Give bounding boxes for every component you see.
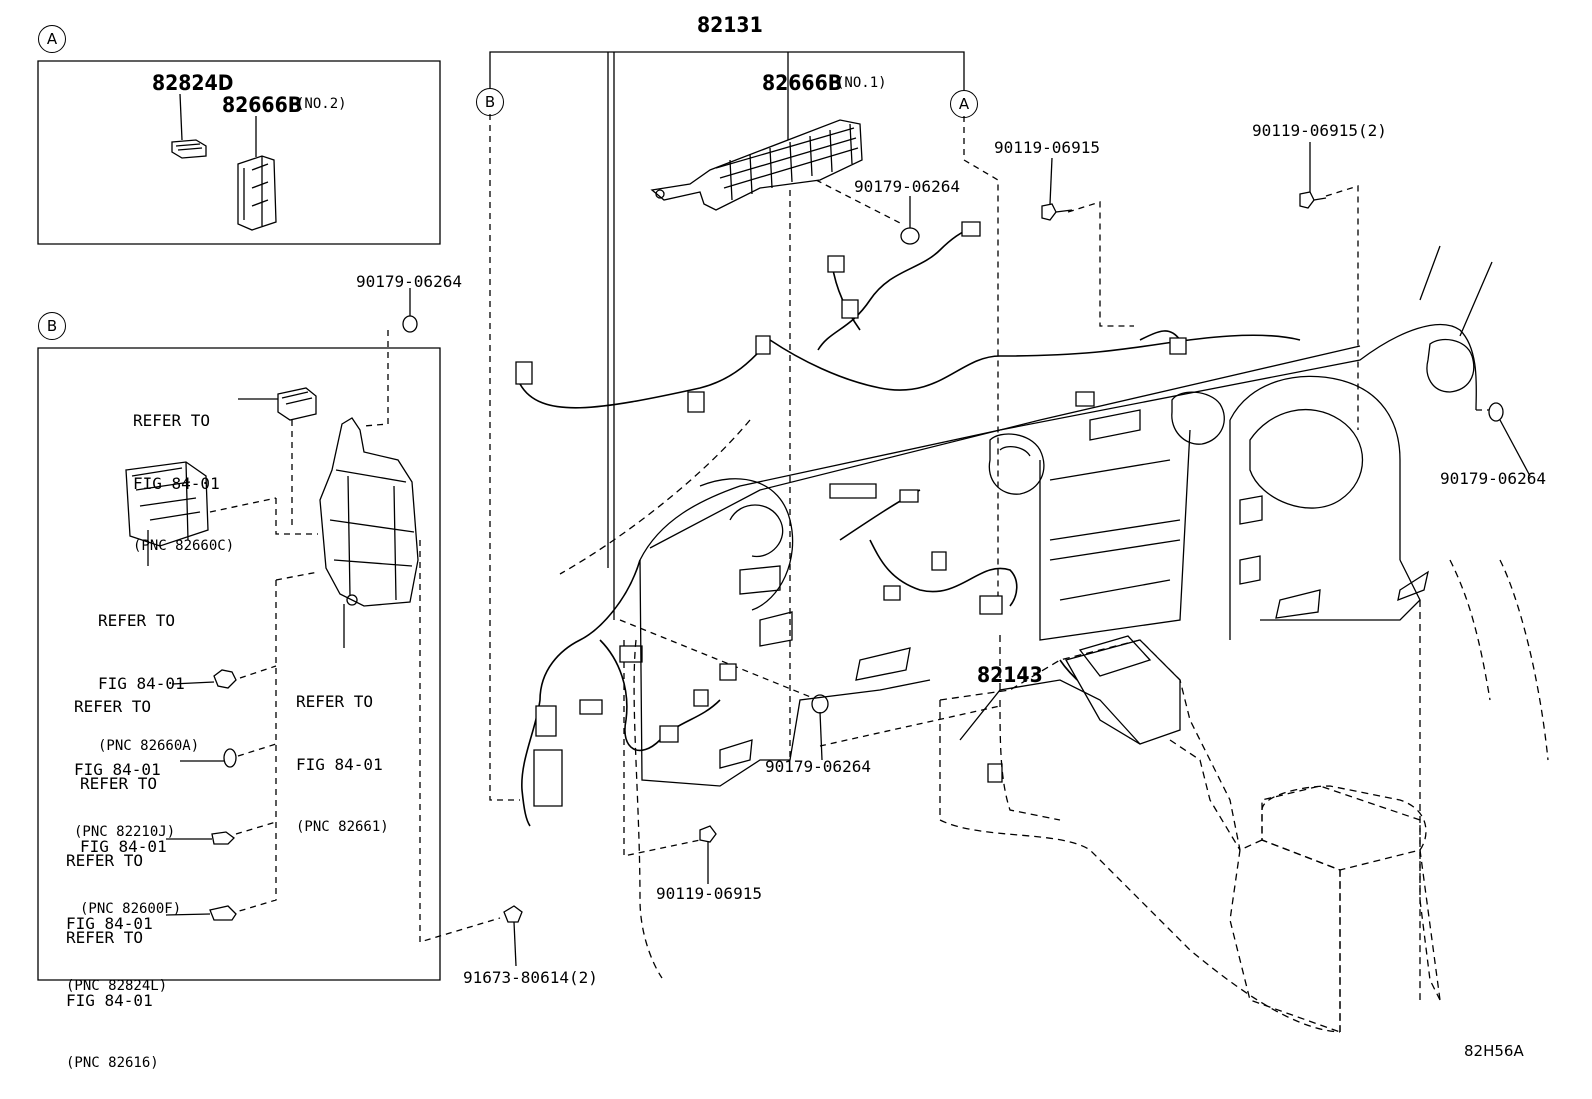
- instrument-panel-outline: [640, 246, 1492, 786]
- bolt-top-right-icon: [1300, 142, 1326, 208]
- clip-right-icon: [1489, 403, 1530, 476]
- section-b-frame: [38, 348, 440, 980]
- ref-line2: FIG 84-01: [74, 760, 161, 779]
- ref-line1: REFER TO: [66, 851, 144, 870]
- harness-callout-lines: [490, 52, 964, 620]
- ref-82210j: REFER TO FIG 84-01 (PNC 82210J): [74, 654, 175, 864]
- ref-line1: REFER TO: [296, 692, 374, 711]
- ref-line1: REFER TO: [74, 697, 152, 716]
- part-number-bolt-bottom: 91673-80614(2): [463, 968, 598, 987]
- ref-line2: FIG 84-01: [66, 991, 153, 1010]
- bracket-82666b-no1-icon: [652, 120, 862, 210]
- bolt-lower-icon: [700, 826, 716, 884]
- part-number-82666b-no2: 82666B: [222, 93, 303, 117]
- ref-pnc: (PNC 82661): [296, 819, 389, 835]
- harness-connectors: [516, 222, 1186, 806]
- center-console: [960, 636, 1180, 744]
- bolt-bottom-icon: [504, 906, 522, 966]
- ref-line2: FIG 84-01: [133, 474, 220, 493]
- ref-line2: FIG 84-01: [98, 674, 185, 693]
- part-82666b-no2-icon: [238, 116, 276, 230]
- part-number-clip-section-b: 90179-06264: [356, 272, 462, 291]
- section-a-frame: [38, 61, 440, 244]
- ref-pnc: (PNC 82616): [66, 1055, 159, 1071]
- ref-pnc: (PNC 82660C): [133, 538, 235, 554]
- part-number-bolt-top: 90119-06915: [994, 138, 1100, 157]
- console-box: [1262, 786, 1440, 1032]
- clip-lower-icon: [812, 695, 828, 760]
- ref-82824l: REFER TO FIG 84-01 (PNC 82824L): [66, 808, 167, 1018]
- ref-line1: REFER TO: [133, 411, 211, 430]
- part-number-82131: 82131: [697, 13, 763, 37]
- clip-top-icon: [901, 196, 919, 244]
- flasher-82616-icon: [166, 906, 236, 920]
- marker-b-main: B: [476, 88, 504, 116]
- ref-82660a: REFER TO FIG 84-01 (PNC 82660A): [98, 568, 199, 778]
- part-number-clip-top: 90179-06264: [854, 177, 960, 196]
- ref-82600f: REFER TO FIG 84-01 (PNC 82600F): [80, 731, 181, 941]
- ref-82660c: REFER TO FIG 84-01 (PNC 82660C): [133, 368, 234, 578]
- ref-line1: REFER TO: [80, 774, 158, 793]
- part-number-clip-lower: 90179-06264: [765, 757, 871, 776]
- ref-line2: FIG 84-01: [80, 837, 167, 856]
- ref-line2: FIG 84-01: [296, 755, 383, 774]
- section-b-marker: B: [38, 312, 66, 340]
- part-number-bolt-lower: 90119-06915: [656, 884, 762, 903]
- marker-a-main: A: [950, 90, 978, 118]
- ref-pnc: (PNC 82660A): [98, 738, 200, 754]
- relay-82660c-icon: [238, 388, 316, 420]
- part-82824d-icon: [172, 94, 206, 158]
- part-note-no1: (NO.1): [836, 75, 887, 91]
- part-number-82824d: 82824D: [152, 71, 234, 95]
- part-number-82143: 82143: [977, 663, 1043, 687]
- connector-82824l-icon: [166, 832, 234, 844]
- bracket-82661-icon: [320, 418, 418, 648]
- harness-dashed-leaders: [490, 114, 1490, 856]
- part-number-clip-right: 90179-06264: [1440, 469, 1546, 488]
- ref-pnc: (PNC 82210J): [74, 824, 176, 840]
- wire-harness-main: [520, 228, 1300, 826]
- bolt-top-icon: [1042, 158, 1072, 220]
- ref-line1: REFER TO: [66, 928, 144, 947]
- ref-line2: FIG 84-01: [66, 914, 153, 933]
- instrument-panel-dashed: [560, 420, 1548, 1032]
- ref-pnc: (PNC 82600F): [80, 901, 182, 917]
- diagram-code: 82H56A: [1464, 1042, 1524, 1060]
- ref-line1: REFER TO: [98, 611, 176, 630]
- part-note-no2: (NO.2): [296, 96, 347, 112]
- section-a-marker: A: [38, 25, 66, 53]
- part-number-82666b-no1: 82666B: [762, 71, 843, 95]
- ref-82616: REFER TO FIG 84-01 (PNC 82616): [66, 885, 159, 1095]
- buzzer-82600f-icon: [180, 749, 236, 767]
- part-number-bolt-top-right: 90119-06915(2): [1252, 121, 1387, 140]
- clip-section-b-icon: [403, 288, 417, 332]
- ref-pnc: (PNC 82824L): [66, 978, 168, 994]
- sensor-82210j-icon: [172, 670, 236, 688]
- ref-82661: REFER TO FIG 84-01 (PNC 82661): [296, 649, 389, 859]
- section-b-dashed-leaders: [210, 330, 500, 942]
- junction-block-82660a-icon: [126, 462, 208, 566]
